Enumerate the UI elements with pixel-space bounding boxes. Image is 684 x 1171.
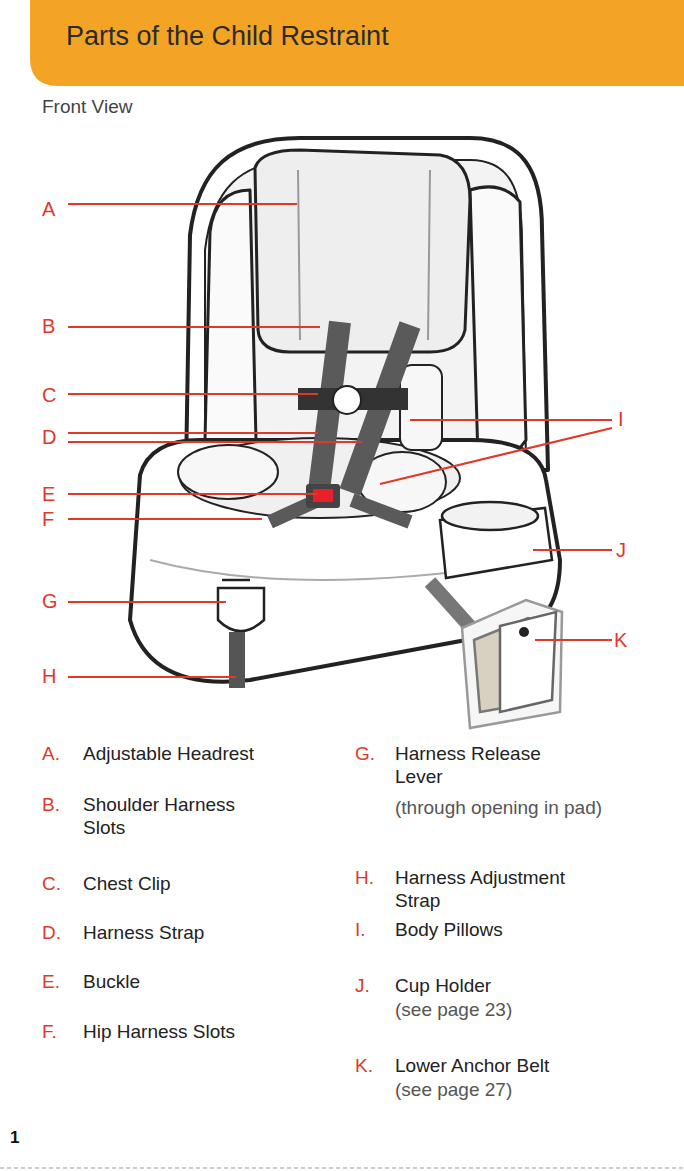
key-letter: K. <box>355 1054 395 1077</box>
part-name: Harness Release Lever <box>395 742 565 788</box>
part-name: Harness Strap <box>83 921 323 944</box>
callout-letter: J <box>616 539 646 562</box>
callout-letter: H <box>42 665 72 688</box>
harness <box>270 322 410 522</box>
part-name: Shoulder Harness Slots <box>83 793 268 839</box>
part-note: (see page 27) <box>395 1078 635 1101</box>
part-name: Hip Harness Slots <box>83 1020 323 1043</box>
callout-letter: B <box>42 315 72 338</box>
key-letter: A. <box>42 742 82 765</box>
key-letter: I. <box>355 918 395 941</box>
seat-parts <box>218 502 562 728</box>
callout-letter: A <box>42 198 72 221</box>
part-name: Buckle <box>83 970 323 993</box>
part-name: Cup Holder <box>395 974 635 997</box>
part-name: Harness Adjustment Strap <box>395 866 595 912</box>
view-label: Front View <box>42 95 242 118</box>
key-letter: J. <box>355 974 395 997</box>
key-letter: H. <box>355 866 395 889</box>
key-letter: C. <box>42 872 82 895</box>
callout-letter: D <box>42 426 72 449</box>
callout-letter: E <box>42 483 72 506</box>
part-note: (through opening in pad) <box>395 796 675 819</box>
part-name: Lower Anchor Belt <box>395 1054 655 1077</box>
page-number: 1 <box>10 1126 50 1149</box>
leader-lines <box>68 204 612 677</box>
key-letter: G. <box>355 742 395 765</box>
part-name: Body Pillows <box>395 918 635 941</box>
key-letter: F. <box>42 1020 82 1043</box>
cut-line <box>0 1168 684 1169</box>
key-letter: D. <box>42 921 82 944</box>
callout-letter: C <box>42 384 72 407</box>
part-name: Adjustable Headrest <box>83 742 323 765</box>
key-letter: E. <box>42 970 82 993</box>
page-title: Parts of the Child Restraint <box>66 20 389 52</box>
callout-letter: F <box>42 508 72 531</box>
part-note: (see page 23) <box>395 998 635 1021</box>
callout-letter: I <box>618 408 648 431</box>
header-band <box>30 0 684 86</box>
car-seat <box>130 138 560 682</box>
key-letter: B. <box>42 793 82 816</box>
callout-letter: K <box>614 629 644 652</box>
callout-letter: G <box>42 590 72 613</box>
part-name: Chest Clip <box>83 872 323 895</box>
